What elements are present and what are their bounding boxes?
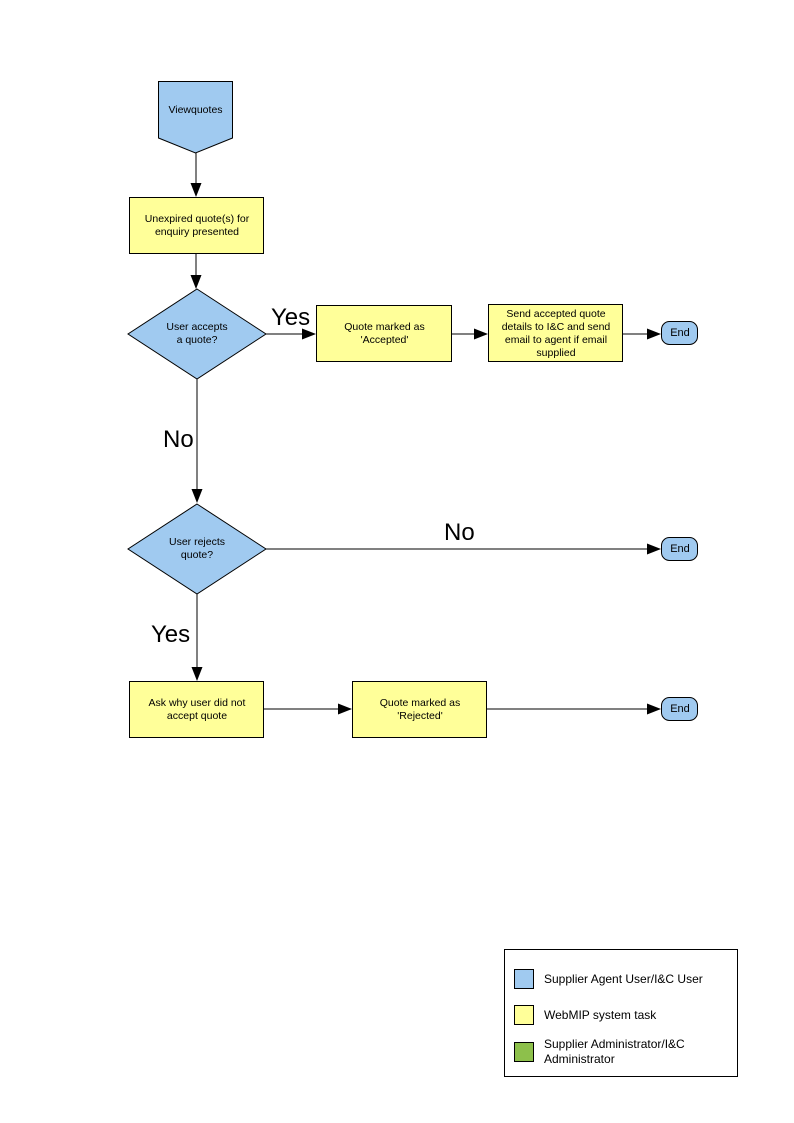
legend-row-actor: Supplier Agent User/I&C User xyxy=(514,969,730,989)
legend-swatch-admin xyxy=(514,1042,534,1062)
node-ask-why-shape xyxy=(129,681,264,738)
legend-swatch-system xyxy=(514,1005,534,1025)
node-accept-decision-shape xyxy=(127,288,267,380)
node-present-quotes-shape xyxy=(129,197,264,254)
legend-label-system: WebMIP system task xyxy=(544,1007,657,1022)
edge-label-reject-no: No xyxy=(444,519,475,546)
edge-label-reject-yes: Yes xyxy=(151,621,191,648)
legend-row-system: WebMIP system task xyxy=(514,1005,730,1025)
node-mark-accepted-shape xyxy=(316,305,452,362)
edge-label-accept-yes: Yes xyxy=(271,304,311,331)
legend-row-admin: Supplier Administrator/I&C Administrator xyxy=(514,1037,730,1067)
legend-label-admin: Supplier Administrator/I&C Administrator xyxy=(544,1037,685,1066)
node-send-details-shape xyxy=(488,304,623,362)
legend-label-actor: Supplier Agent User/I&C User xyxy=(544,971,703,986)
edge-label-accept-no: No xyxy=(163,426,194,453)
node-reject-decision-shape xyxy=(127,503,267,595)
node-start-shape xyxy=(158,81,233,154)
node-end-no-action-shape xyxy=(661,537,698,561)
node-end-rejected-shape xyxy=(661,697,698,721)
legend: Supplier Agent User/I&C User WebMIP syst… xyxy=(504,949,738,1077)
node-end-accepted-shape xyxy=(661,321,698,345)
node-mark-rejected-shape xyxy=(352,681,487,738)
legend-swatch-actor xyxy=(514,969,534,989)
